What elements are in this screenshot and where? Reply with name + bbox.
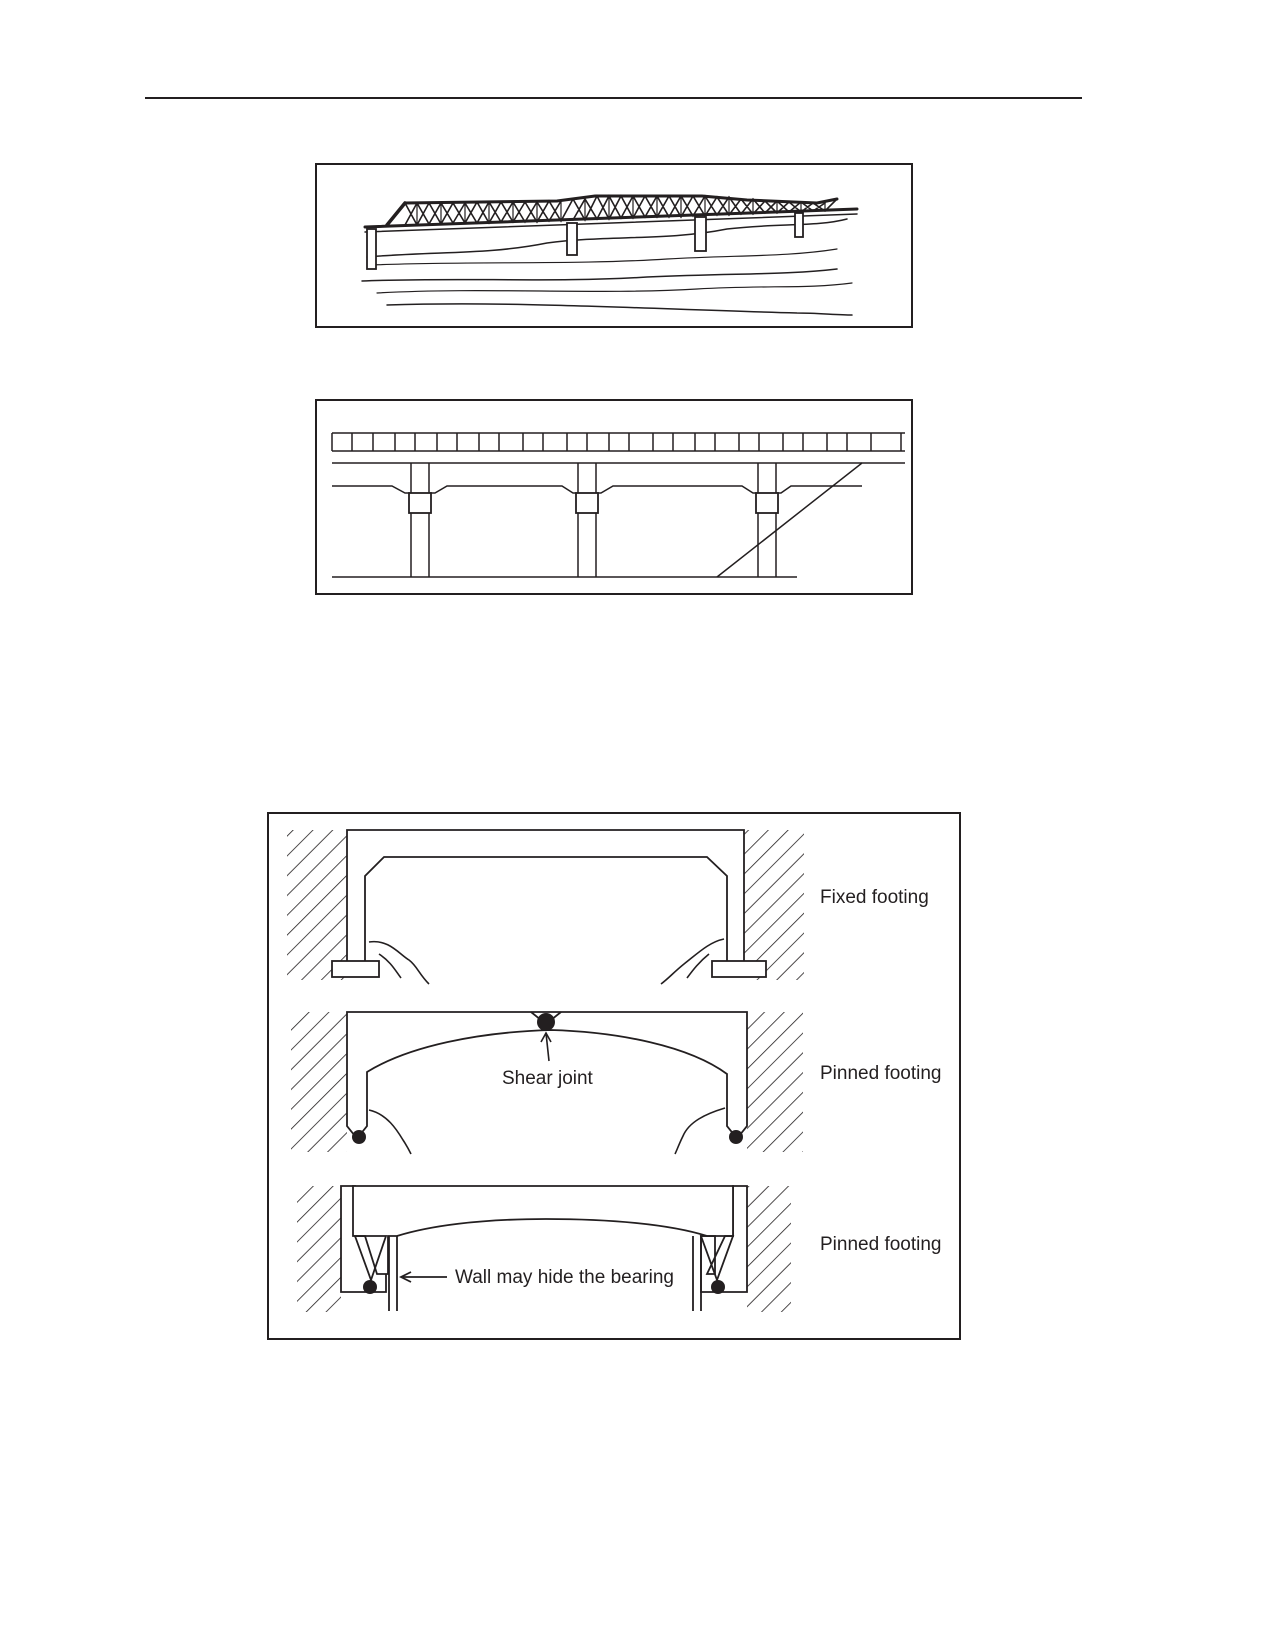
rigid-frame — [346, 829, 745, 963]
truss-bridge-drawing — [361, 194, 859, 316]
rock-line — [368, 1109, 412, 1155]
soil-hatch-left — [297, 1186, 341, 1312]
far-bank — [366, 218, 848, 258]
bridge-deck — [364, 213, 858, 233]
bridge-railing — [331, 432, 905, 452]
rocker-bearing — [699, 1235, 735, 1283]
pier-cap — [755, 492, 779, 514]
footing-types-drawing: Shear joint Wall may hide t — [287, 829, 942, 1312]
fixed-footing-row — [287, 829, 804, 985]
rock-line — [378, 953, 402, 979]
header-rule — [145, 97, 1082, 99]
hiding-wall — [692, 1236, 702, 1311]
pier-cap — [575, 492, 599, 514]
bridge-deck — [363, 207, 859, 229]
abutment-slope — [716, 462, 905, 578]
wall-hides-bearing-label: Wall may hide the bearing — [455, 1267, 674, 1288]
spread-footing — [711, 960, 767, 978]
column — [410, 463, 430, 577]
river-line — [361, 268, 838, 282]
bridge-pier — [794, 212, 804, 238]
spread-footing — [331, 960, 380, 978]
rock-line — [686, 953, 710, 979]
column — [757, 463, 777, 577]
bridge-pier — [366, 228, 377, 270]
rock-line — [674, 1107, 726, 1155]
bridge-pier — [566, 222, 578, 256]
soil-hatch-left — [287, 830, 347, 980]
soil-hatch-right — [744, 830, 804, 980]
footing-types-figure: Shear joint Wall may hide t — [267, 812, 961, 1340]
footing-pin — [729, 1130, 743, 1144]
pier-cap — [408, 492, 432, 514]
rocker-bearing — [353, 1235, 388, 1283]
rock-line — [660, 938, 725, 985]
pinned-footing-label: Pinned footing — [820, 1063, 942, 1084]
soil-hatch-right — [747, 1012, 803, 1152]
pinned-footing-row: Shear joint — [291, 1011, 803, 1155]
hiding-wall — [388, 1236, 398, 1311]
bearing-pin — [711, 1280, 725, 1294]
bridge-pier — [694, 216, 707, 252]
three-hinged-frame — [346, 1011, 748, 1137]
slab-frame — [352, 1185, 734, 1275]
top-chord — [385, 194, 839, 227]
soil-hatch-left — [291, 1012, 347, 1152]
wall-arrowhead — [398, 1271, 412, 1283]
shear-joint-pin — [537, 1013, 555, 1031]
bearing-pin — [363, 1280, 377, 1294]
girder-soffit — [332, 485, 862, 494]
truss-webbing — [404, 194, 838, 227]
railing-posts — [351, 433, 902, 451]
river-line — [386, 303, 853, 316]
shear-joint-arrow — [545, 1032, 550, 1062]
column — [577, 463, 597, 577]
shear-joint-arrowhead — [540, 1031, 552, 1043]
girder-bridge-drawing — [331, 432, 905, 578]
shear-joint-label: Shear joint — [502, 1068, 594, 1089]
soil-hatch-right — [747, 1186, 791, 1312]
fixed-footing-label: Fixed footing — [820, 887, 929, 908]
pinned-footing-label: Pinned footing — [820, 1234, 942, 1255]
truss-bridge-figure — [315, 163, 913, 328]
rock-line — [368, 940, 430, 985]
footing-pin — [352, 1130, 366, 1144]
truss-verticals — [416, 195, 826, 226]
girder-bridge-figure — [315, 399, 913, 595]
pinned-footing-hidden-row: Wall may hide the bearing — [297, 1185, 791, 1312]
river-line — [371, 248, 838, 266]
truss-end-post — [385, 201, 407, 227]
river-line — [376, 282, 853, 294]
